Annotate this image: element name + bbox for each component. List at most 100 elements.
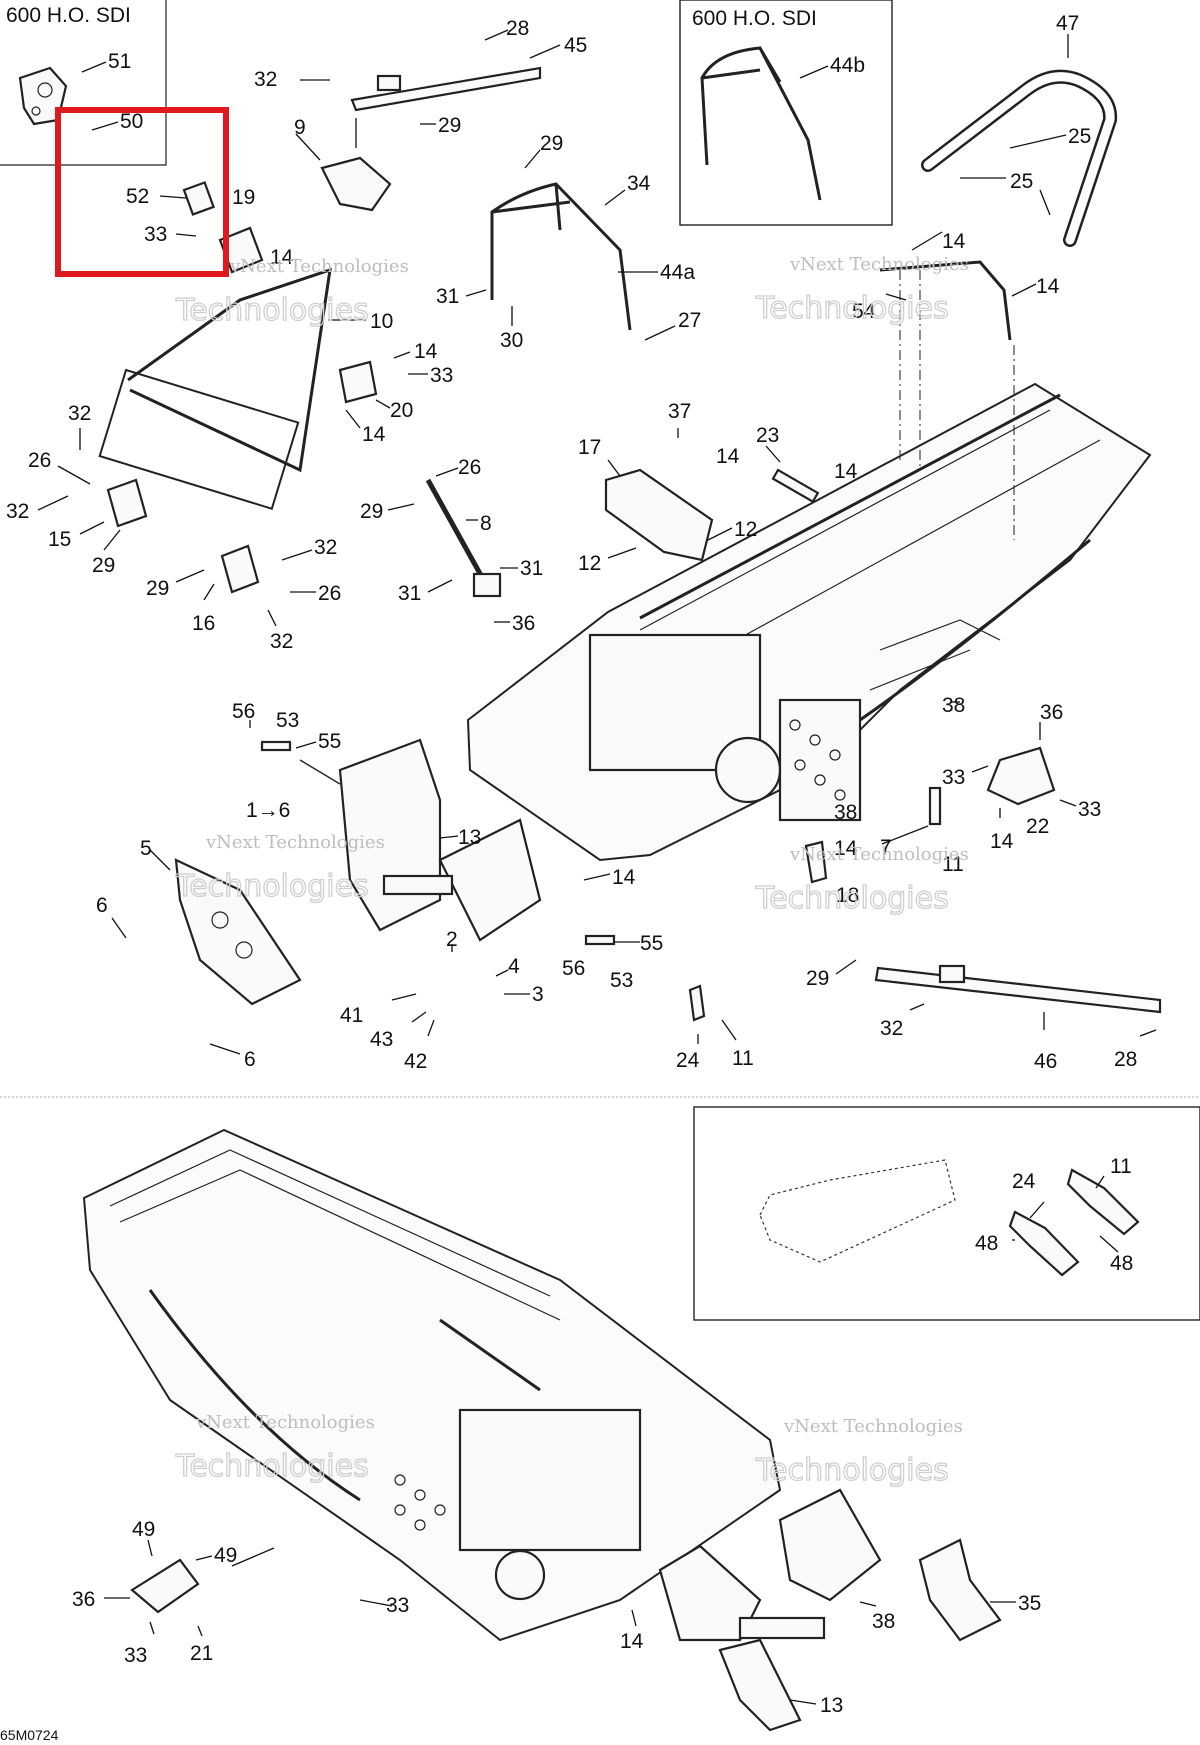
callout-31: 31: [520, 557, 543, 580]
watermark-text: vNext Technologies: [195, 1412, 375, 1433]
callout-33: 33: [1078, 798, 1101, 821]
callout-31: 31: [436, 285, 459, 308]
watermark-text: Technologies: [755, 881, 949, 916]
chassis-bearing-housing: [714, 736, 782, 804]
callout-39: 13: [820, 1694, 843, 1717]
callout-47: 47: [1056, 12, 1079, 35]
highlight-box: [55, 107, 229, 277]
callout-46: 46: [1034, 1050, 1057, 1073]
callout-29: 29: [360, 500, 383, 523]
parts-7-18: 38 14 7 11 18: [804, 786, 964, 907]
callout-34: 34: [627, 172, 651, 195]
callout-33: 49: [214, 1544, 237, 1567]
bracket-23: 14 23 14: [716, 424, 858, 504]
callout-53: 53: [276, 709, 299, 732]
callout-14: 14: [270, 246, 294, 269]
suspension-bracket-right: [438, 818, 542, 942]
callout-18: 18: [836, 884, 859, 907]
callout-14: 14: [942, 230, 966, 253]
inset-top-left: 600 H.O. SDI 51 50: [0, 0, 167, 166]
callout-13: 38: [872, 1610, 895, 1633]
watermark-text: Technologies: [755, 291, 949, 326]
rear-bracket-54: 14 14 54: [852, 230, 1060, 540]
inset-title: 600 H.O. SDI: [692, 7, 817, 30]
callout-14: 14: [414, 340, 438, 363]
callout-42: 42: [404, 1050, 427, 1073]
callout-1-6: 1→6: [246, 799, 290, 822]
callout-32: 32: [314, 536, 337, 559]
slider-48-right-part: [1066, 1168, 1140, 1236]
callout-17: 17: [578, 436, 601, 459]
footrest-22: 38 36 33 33 22 14: [942, 694, 1101, 853]
callout-31: 31: [398, 582, 421, 605]
callout-44a: 44a: [660, 261, 695, 284]
callout-29: 29: [806, 967, 829, 990]
bracket-44a: 29 34 44a 31 30 27: [436, 132, 701, 352]
callout-26: 26: [458, 456, 481, 479]
callout-10: 10: [370, 310, 393, 333]
callout-19: 19: [232, 186, 255, 209]
image-code: 65M0724: [0, 1727, 59, 1743]
callout-29: 29: [92, 554, 115, 577]
callout-29: 29: [540, 132, 563, 155]
callout-41: 41: [340, 1004, 363, 1027]
callout-5: 5: [140, 837, 152, 860]
inset-bottom-right: 24 11 48 48: [693, 1106, 1200, 1321]
callout-43: 43: [370, 1028, 393, 1051]
rear-loop-47: 47 25 25: [921, 12, 1118, 247]
callout-36: 36: [512, 612, 535, 635]
bracket-9: 9: [294, 116, 392, 212]
callout-3: 3: [532, 983, 544, 1006]
bumper-40: [918, 1538, 1002, 1642]
callout-56: 56: [232, 700, 255, 723]
callout-26: 26: [318, 582, 341, 605]
bracket-24: 24 11: [676, 984, 754, 1072]
callout-16: 16: [192, 612, 215, 635]
callout-14: 14: [990, 830, 1014, 853]
callout-14: 14: [1036, 275, 1060, 298]
callout-23: 23: [756, 424, 779, 447]
callout-56: 56: [562, 957, 585, 980]
bracket-20: 14 33 20 14: [338, 340, 453, 446]
track-section-part: [759, 1159, 956, 1263]
front-suspension-top: 56 53 55 1→6 5 6 6 13 2 4 3 41 43 42 14: [96, 700, 663, 1073]
callout-38: 38: [834, 801, 857, 824]
watermark-text: vNext Technologies: [783, 1416, 963, 1437]
callout-48: 11: [1110, 1155, 1132, 1178]
callout-14: 14: [362, 423, 386, 446]
callout-49: 48: [1110, 1252, 1133, 1275]
inset-top-middle: 600 H.O. SDI 44b: [679, 0, 893, 226]
callout-25: 25: [1068, 125, 1091, 148]
callout-48: 24: [1012, 1170, 1036, 1193]
callout-14: 14: [834, 837, 858, 860]
callout-33: 33: [144, 223, 167, 246]
callout-32: 32: [880, 1017, 903, 1040]
watermark-text: Technologies: [755, 1453, 949, 1488]
bracket-16-assembly: 29 16 32 26 32: [146, 536, 341, 653]
callout-14: 21: [190, 1642, 213, 1665]
callout-9: 9: [294, 116, 306, 139]
chassis-top-view: [466, 382, 1152, 862]
callout-53: 53: [610, 969, 633, 992]
callout-33: 33: [430, 364, 453, 387]
callout-54: 54: [852, 300, 876, 323]
callout-35: 14: [620, 1630, 644, 1653]
callout-11: 11: [942, 853, 964, 876]
callout-36: 49: [132, 1518, 155, 1541]
callout-30: 30: [500, 329, 523, 352]
callout-45: 45: [564, 34, 587, 57]
watermark-text: vNext Technologies: [789, 254, 969, 275]
callout-2: 2: [446, 928, 458, 951]
callout-28: 28: [506, 17, 529, 40]
callout-32: 32: [270, 630, 293, 653]
steering-support-10: 10 52 19 33 14: [98, 181, 393, 510]
front-suspension-bottom: 38 35 13: [658, 1488, 1041, 1732]
chassis-bottom-view: 33 14: [82, 1128, 782, 1653]
callout-11: 11: [732, 1047, 754, 1070]
callout-7: 7: [880, 836, 892, 859]
callout-32: 32: [68, 402, 91, 425]
callout-4: 4: [508, 955, 520, 978]
callout-55: 55: [640, 932, 663, 955]
callout-50: 50: [120, 110, 143, 133]
